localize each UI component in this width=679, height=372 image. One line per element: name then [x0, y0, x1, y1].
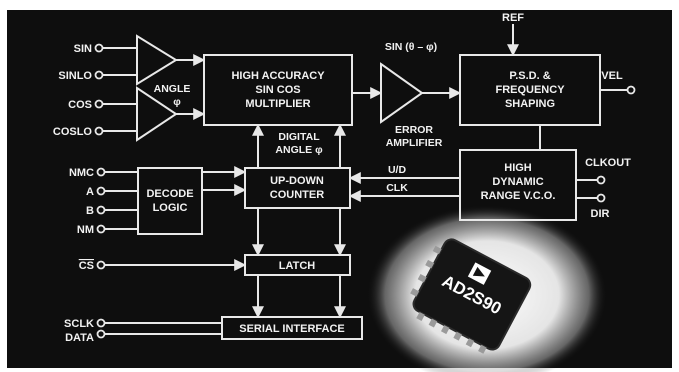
- angle-label: ANGLE: [154, 83, 191, 95]
- a-label: A: [86, 186, 94, 198]
- b-pin: [98, 207, 105, 214]
- digital-angle-line-1: DIGITAL: [278, 131, 320, 143]
- clkout-label: CLKOUT: [585, 157, 631, 169]
- vco-line-2: DYNAMIC: [492, 176, 543, 188]
- counter-line-1: UP-DOWN: [270, 175, 324, 187]
- ref-label: REF: [502, 12, 524, 24]
- digital-angle-line-2: ANGLE φ: [275, 144, 323, 156]
- nmc-pin: [98, 169, 105, 176]
- sin-label: SIN: [74, 43, 92, 55]
- error-amplifier-line-1: ERROR: [395, 124, 433, 136]
- sclk-pin: [98, 320, 105, 327]
- coslo-pin: [96, 128, 103, 135]
- sinlo-pin: [96, 72, 103, 79]
- cs-pin: [98, 262, 105, 269]
- latch-label: LATCH: [279, 260, 316, 272]
- multiplier-line-2: SIN COS: [255, 84, 300, 96]
- coslo-label: COSLO: [53, 126, 93, 138]
- decode-line-1: DECODE: [146, 188, 193, 200]
- sin-error-label: SIN (θ – φ): [385, 41, 437, 53]
- sinlo-label: SINLO: [58, 70, 92, 82]
- angle-phi-label: φ: [173, 96, 181, 108]
- cs-label: CS: [79, 260, 94, 272]
- cos-pin: [96, 101, 103, 108]
- serial-interface-label: SERIAL INTERFACE: [239, 323, 345, 335]
- decode-line-2: LOGIC: [153, 202, 188, 214]
- vco-line-1: HIGH: [504, 162, 532, 174]
- data-label: DATA: [65, 332, 94, 344]
- nmc-label: NMC: [69, 167, 94, 179]
- clk-label: CLK: [386, 182, 408, 194]
- error-amplifier-line-2: AMPLIFIER: [386, 137, 443, 149]
- counter-line-2: COUNTER: [270, 189, 324, 201]
- multiplier-line-3: MULTIPLIER: [245, 98, 310, 110]
- nm-pin: [98, 226, 105, 233]
- vco-line-3: RANGE V.C.O.: [481, 190, 556, 202]
- psd-line-2: FREQUENCY: [495, 84, 565, 96]
- ud-label: U/D: [388, 164, 407, 176]
- vel-label: VEL: [601, 70, 623, 82]
- a-pin: [98, 188, 105, 195]
- cos-label: COS: [68, 99, 92, 111]
- dir-label: DIR: [591, 208, 610, 220]
- nm-label: NM: [77, 224, 94, 236]
- dir-pin: [598, 195, 605, 202]
- sclk-label: SCLK: [64, 318, 94, 330]
- multiplier-line-1: HIGH ACCURACY: [231, 70, 325, 82]
- clkout-pin: [598, 177, 605, 184]
- psd-line-1: P.S.D. &: [509, 70, 550, 82]
- data-pin: [98, 331, 105, 338]
- psd-line-3: SHAPING: [505, 98, 555, 110]
- sin-pin: [96, 45, 103, 52]
- b-label: B: [86, 205, 94, 217]
- vel-pin: [628, 87, 635, 94]
